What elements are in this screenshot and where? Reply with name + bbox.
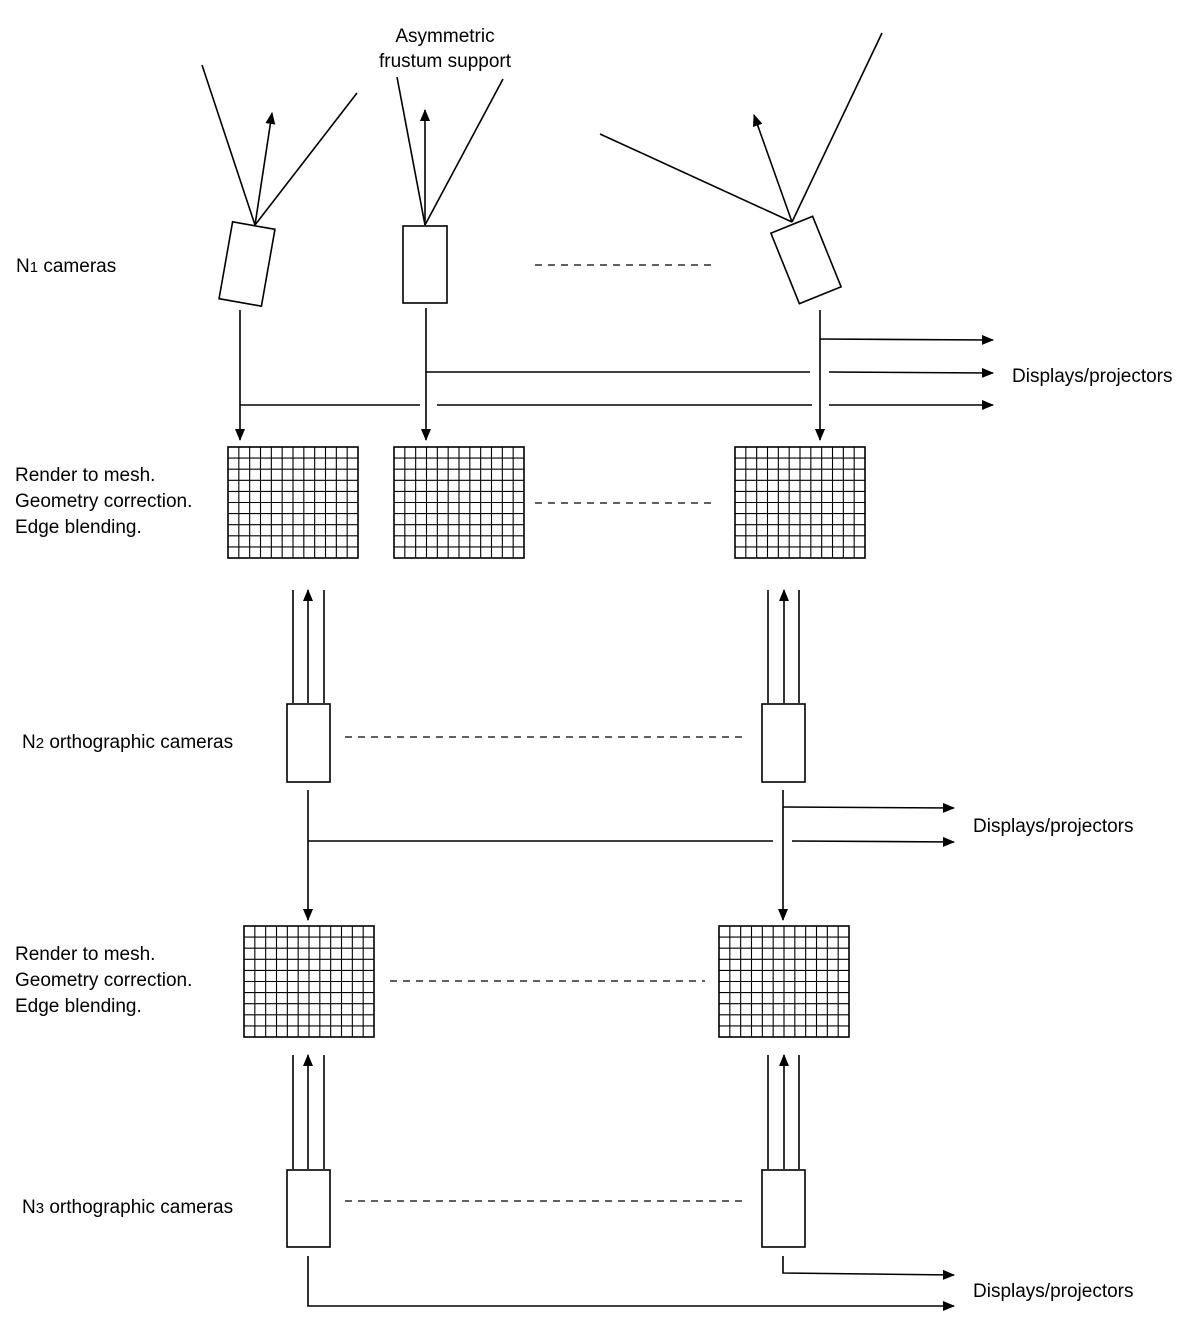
n2-camera-1 [286,703,331,783]
annotation-line-2: frustum support [379,51,512,72]
level-1-label: N1 cameras [16,256,116,277]
mesh-upper-1 [227,446,359,559]
n1-camera-1 [201,64,358,308]
mesh-label-upper-line-2: Geometry correction. [15,491,192,512]
level-2-label: N2 orthographic cameras [22,732,233,753]
n1-camera-2 [396,76,504,304]
output-label-1: Displays/projectors [1012,366,1173,387]
mesh-label-lower-line-2: Geometry correction. [15,970,192,991]
mesh-upper-2 [393,446,525,559]
lower-to-n3-right [767,1054,800,1169]
level-3-label: N3 orthographic cameras [22,1197,233,1218]
n1-routing [235,308,994,441]
mesh-label-upper-line-1: Render to mesh. [15,465,155,486]
annotation-line-1: Asymmetric [395,26,494,47]
n3-camera-1 [286,1169,331,1248]
n3-camera-2 [761,1169,806,1248]
mesh-label-upper-line-3: Edge blending. [15,517,142,538]
output-label-3: Displays/projectors [973,1281,1134,1302]
n3-routing [307,1256,955,1311]
mesh-label-upper: Render to mesh. Geometry correction. Edg… [15,465,192,538]
lower-to-n3-left [292,1054,325,1169]
n1-camera-3 [599,32,883,305]
mesh-label-lower-line-1: Render to mesh. [15,944,155,965]
n2-camera-2 [761,703,806,783]
output-label-2: Displays/projectors [973,816,1134,837]
mesh-label-lower: Render to mesh. Geometry correction. Edg… [15,944,192,1017]
upper-to-n2-left [292,589,325,703]
mesh-lower-2 [718,925,850,1038]
mesh-label-lower-line-3: Edge blending. [15,996,142,1017]
upper-to-n2-right [767,589,800,703]
mesh-lower-1 [243,925,375,1038]
n2-routing [303,790,955,921]
mesh-upper-3 [734,446,866,559]
